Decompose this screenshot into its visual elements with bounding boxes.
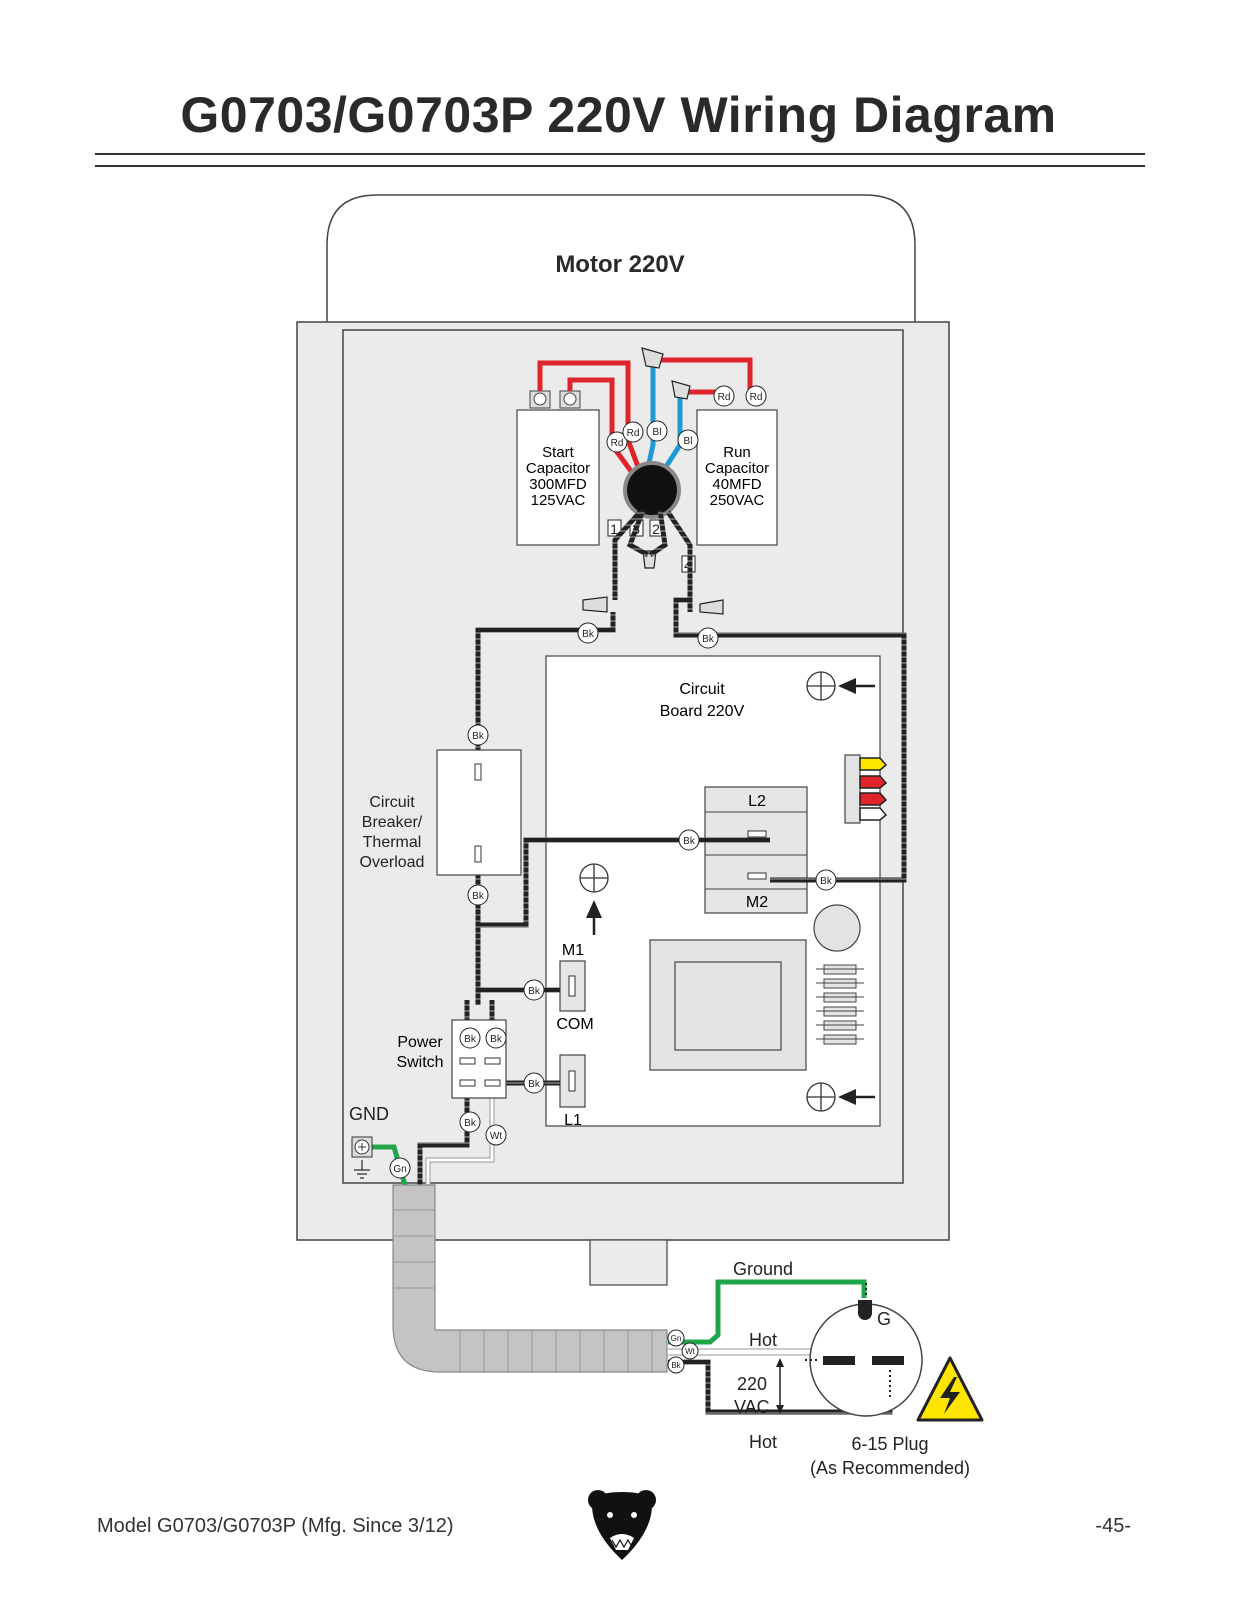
gnd-label: GND <box>349 1104 389 1124</box>
tag-bk-7: Bk <box>528 986 541 997</box>
terminal-com-label: COM <box>556 1016 593 1033</box>
run-capacitor-label-4: 250VAC <box>710 492 765 509</box>
wire-tag-icon <box>389 622 837 1179</box>
tag-bl-2: Bl <box>684 436 693 447</box>
tag-bk-6: Bk <box>820 876 833 887</box>
power-cord-conduit <box>392 1184 668 1373</box>
terminal-m2-label: M2 <box>746 894 768 911</box>
tag-bk-12: Bk <box>671 1361 681 1370</box>
breaker-label-3: Thermal <box>363 834 422 851</box>
power-switch-label-2: Switch <box>396 1054 443 1071</box>
connector-plugs <box>859 757 888 821</box>
cabinet-bracket <box>589 1239 668 1286</box>
plug-hot-blade-right <box>872 1356 904 1365</box>
footer-model: Model G0703/G0703P (Mfg. Since 3/12) <box>97 1515 454 1537</box>
arrow-icon <box>586 678 875 1105</box>
motor-junction <box>623 461 681 519</box>
ground-screw-icon <box>351 1136 373 1158</box>
tag-rd-1: Rd <box>611 438 624 449</box>
tag-bk-4: Bk <box>472 891 485 902</box>
tag-gn-2: Gn <box>671 1334 682 1343</box>
circuit-board-label-1: Circuit <box>679 681 725 698</box>
start-capacitor-label-1: Start <box>542 444 575 461</box>
motor-label: Motor 220V <box>555 251 684 278</box>
title-rule-bottom <box>95 165 1145 167</box>
motor-housing <box>326 194 916 322</box>
plug-g-label: G <box>877 1309 891 1329</box>
tag-rd-4: Rd <box>750 392 763 403</box>
circuit-board-label-2: Board 220V <box>660 703 745 720</box>
bear-logo-icon <box>588 1490 656 1560</box>
plug-hot-top-label: Hot <box>749 1330 777 1350</box>
run-capacitor-label-1: Run <box>723 444 751 461</box>
breaker-label-2: Breaker/ <box>362 814 423 831</box>
tag-bk-3: Bk <box>472 731 485 742</box>
tag-bk-2: Bk <box>702 634 715 645</box>
white-wire <box>425 1085 495 1185</box>
relay-l2-m2 <box>704 786 808 914</box>
plug-hot-bottom-label: Hot <box>749 1432 777 1452</box>
tag-rd-2: Rd <box>627 428 640 439</box>
start-capacitor <box>516 409 600 546</box>
tag-gn-1: Gn <box>393 1164 406 1175</box>
mounting-screw-icon <box>579 671 836 1112</box>
start-capacitor-label-2: Capacitor <box>526 460 590 477</box>
plug-ground-pin <box>858 1300 872 1320</box>
plug-vac-label-1: 220 <box>737 1374 767 1394</box>
terminal-l1-label: L1 <box>564 1112 582 1129</box>
plug-name-label: 6-15 Plug <box>851 1434 928 1454</box>
breaker-label-1: Circuit <box>369 794 415 811</box>
white-wire-outline <box>425 1085 495 1185</box>
terminal-2-label: 2 <box>652 521 660 537</box>
tag-bk-1: Bk <box>582 629 595 640</box>
tag-bk-8: Bk <box>528 1079 541 1090</box>
run-capacitor-label-2: Capacitor <box>705 460 769 477</box>
tag-bk-11: Bk <box>464 1118 477 1129</box>
wire-nut-icon <box>582 347 724 615</box>
start-capacitor-label-4: 125VAC <box>531 492 586 509</box>
buzzer <box>813 904 861 952</box>
plug-hot-blade-left <box>823 1356 855 1365</box>
plug-note-label: (As Recommended) <box>810 1458 970 1478</box>
ground-symbol-icon <box>354 1160 370 1179</box>
breaker-label-4: Overload <box>360 854 425 871</box>
tag-bl-1: Bl <box>653 427 662 438</box>
resistor-bank <box>816 964 864 1045</box>
tag-rd-3: Rd <box>718 392 731 403</box>
tag-bk-10: Bk <box>490 1034 503 1045</box>
tag-bk-9: Bk <box>464 1034 477 1045</box>
voltage-arrow <box>776 1358 784 1414</box>
page-title: G0703/G0703P 220V Wiring Diagram <box>180 87 1057 143</box>
footer-page-number: -45- <box>1095 1515 1131 1537</box>
terminal-m1-label: M1 <box>562 942 584 959</box>
start-capacitor-label-3: 300MFD <box>529 476 587 493</box>
wire-tag-icon <box>606 385 767 453</box>
terminal-l2-label: L2 <box>748 793 766 810</box>
tag-bk-5: Bk <box>683 836 696 847</box>
run-capacitor <box>696 409 778 546</box>
tag-wt-1: Wt <box>490 1131 502 1142</box>
tag-wt-2: Wt <box>685 1347 696 1356</box>
title-rule-top <box>95 153 1145 155</box>
power-switch-label-1: Power <box>397 1034 443 1051</box>
warning-icon <box>916 1356 984 1422</box>
wire-tag-icon <box>667 1329 699 1374</box>
run-capacitor-label-3: 40MFD <box>712 476 761 493</box>
plug-vac-label-2: VAC <box>734 1397 770 1417</box>
terminal-1-label: 1 <box>610 521 618 537</box>
plug-ground-label: Ground <box>733 1259 793 1279</box>
board-connector <box>844 754 861 824</box>
